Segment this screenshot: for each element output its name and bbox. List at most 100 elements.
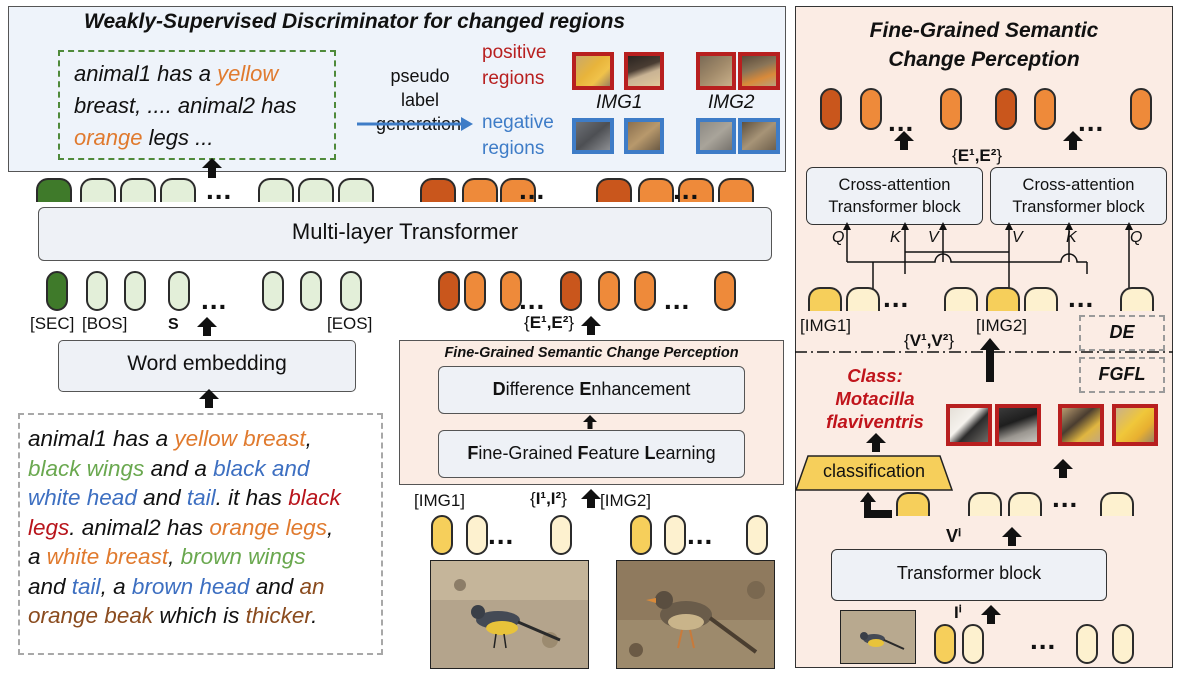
img2-tag: [IMG2] bbox=[600, 491, 652, 510]
i-embedding-label: {I¹,I²} bbox=[530, 489, 567, 509]
positive-crop-image bbox=[572, 52, 614, 90]
cross-attn-line: Cross-attention bbox=[1022, 176, 1135, 194]
difference-enhancement-block bbox=[438, 366, 745, 414]
v-label: V bbox=[1012, 229, 1023, 246]
cross-attention-block-right bbox=[990, 167, 1167, 225]
wsd-title: Weakly-Supervised Discriminator for chan… bbox=[84, 10, 626, 33]
e-label-inner: E¹,E² bbox=[529, 313, 569, 332]
label-initial: L bbox=[644, 443, 656, 463]
class-label-line: Class: bbox=[847, 365, 903, 386]
visual-output-token bbox=[420, 178, 456, 202]
label-initial: F bbox=[577, 443, 589, 463]
positive-crop-image bbox=[738, 52, 780, 90]
text-token bbox=[300, 271, 322, 311]
enhanced-token bbox=[995, 88, 1017, 130]
description-line: legs. animal2 has orange legs, bbox=[28, 513, 341, 543]
img1-tag: [IMG1] bbox=[414, 491, 466, 510]
description-segment: , bbox=[305, 426, 312, 451]
v-label: V bbox=[928, 229, 939, 246]
ellipsis: ... bbox=[888, 106, 915, 137]
arrow-up-icon bbox=[981, 605, 1001, 624]
difference-enhancement-label: Difference Enhancement bbox=[492, 379, 691, 399]
description-segment: and bbox=[136, 485, 187, 510]
description-segment: , bbox=[326, 514, 334, 540]
wsd-caption: animal1 has a yellow breast, .... animal… bbox=[74, 58, 297, 154]
ellipsis: ... bbox=[519, 284, 546, 315]
class-label: Class: Motacilla flaviventris bbox=[810, 364, 940, 433]
brace: { bbox=[524, 313, 530, 332]
text-output-token bbox=[120, 178, 156, 202]
patch-token bbox=[962, 624, 984, 664]
multi-layer-transformer-label: Multi-layer Transformer bbox=[291, 219, 519, 244]
cross-attn-line: Transformer block bbox=[828, 198, 961, 216]
img2-tag-right: [IMG2] bbox=[976, 316, 1028, 335]
enhanced-token bbox=[1034, 88, 1056, 130]
arrow-up-icon bbox=[1053, 459, 1073, 478]
text-output-token bbox=[298, 178, 334, 202]
negative-regions-label: negative regions bbox=[482, 110, 554, 162]
visual-output-token bbox=[638, 178, 674, 202]
wsd-caption-part: animal1 has a bbox=[74, 61, 218, 86]
sec-token bbox=[46, 271, 68, 311]
text-token bbox=[262, 271, 284, 311]
description-segment: white head bbox=[28, 485, 137, 510]
description-segment: . bbox=[311, 603, 318, 628]
description-segment: an bbox=[299, 573, 325, 599]
img-cls-token bbox=[986, 287, 1020, 311]
wsd-caption-end: legs ... bbox=[142, 125, 214, 150]
v-embedding-label: {V¹,V²} bbox=[904, 331, 954, 351]
pseudo-label-line: label bbox=[400, 90, 440, 110]
description-segment: black wings bbox=[28, 455, 145, 481]
description-line: orange beak which is thicker. bbox=[28, 601, 341, 631]
patch-token bbox=[1120, 287, 1154, 311]
visual-token bbox=[634, 271, 656, 311]
ellipsis: ... bbox=[687, 519, 714, 550]
description-line: black wings and a black and bbox=[28, 454, 341, 484]
pseudo-label-line: pseudo bbox=[390, 66, 450, 86]
ellipsis: ... bbox=[883, 282, 910, 313]
negative-crop-image bbox=[738, 118, 780, 154]
classification-label: classification bbox=[822, 461, 926, 481]
selected-region-image bbox=[946, 404, 992, 446]
transformer-block-label: Transformer block bbox=[896, 563, 1042, 583]
positive-regions-label: positive regions bbox=[482, 40, 546, 92]
wsd-caption-box bbox=[58, 50, 336, 160]
img-cls-token bbox=[630, 515, 652, 555]
wsd-caption-line2: breast, .... animal2 has bbox=[74, 93, 297, 118]
transformer-block bbox=[831, 549, 1107, 601]
ellipsis: ... bbox=[206, 174, 233, 205]
enhanced-token bbox=[820, 88, 842, 130]
patch-token bbox=[550, 515, 572, 555]
negative-crop-image bbox=[624, 118, 664, 154]
description-segment: black bbox=[288, 485, 341, 510]
visual-output-token bbox=[500, 178, 536, 202]
brace: { bbox=[904, 331, 910, 350]
visual-token bbox=[438, 271, 460, 311]
ellipsis: ... bbox=[664, 284, 691, 315]
eos-token bbox=[340, 271, 362, 311]
fgfl-tag-box bbox=[1079, 357, 1165, 393]
selected-region-image bbox=[995, 404, 1041, 446]
ellipsis: ... bbox=[201, 284, 228, 315]
visual-token bbox=[560, 271, 582, 311]
positive-crop-image bbox=[624, 52, 664, 90]
label-initial: E bbox=[579, 379, 592, 399]
sec-output-token bbox=[36, 178, 72, 202]
visual-token bbox=[464, 271, 486, 311]
arrow-up-icon bbox=[583, 415, 597, 429]
description-segment: thicker bbox=[245, 603, 312, 628]
visual-token bbox=[598, 271, 620, 311]
description-segment: black and bbox=[213, 455, 310, 481]
patch-token bbox=[466, 515, 488, 555]
q-label: Q bbox=[1130, 229, 1143, 246]
q-label: Q bbox=[832, 229, 845, 246]
negative-label-line: regions bbox=[482, 138, 545, 159]
brace: } bbox=[568, 313, 575, 332]
description-segment: a bbox=[28, 544, 47, 569]
positive-crop-image bbox=[696, 52, 736, 90]
enhanced-token bbox=[860, 88, 882, 130]
cross-attention-label-right: Cross-attention Transformer block bbox=[990, 174, 1167, 218]
cross-attention-block-left bbox=[806, 167, 983, 225]
s-label: S bbox=[168, 316, 179, 333]
